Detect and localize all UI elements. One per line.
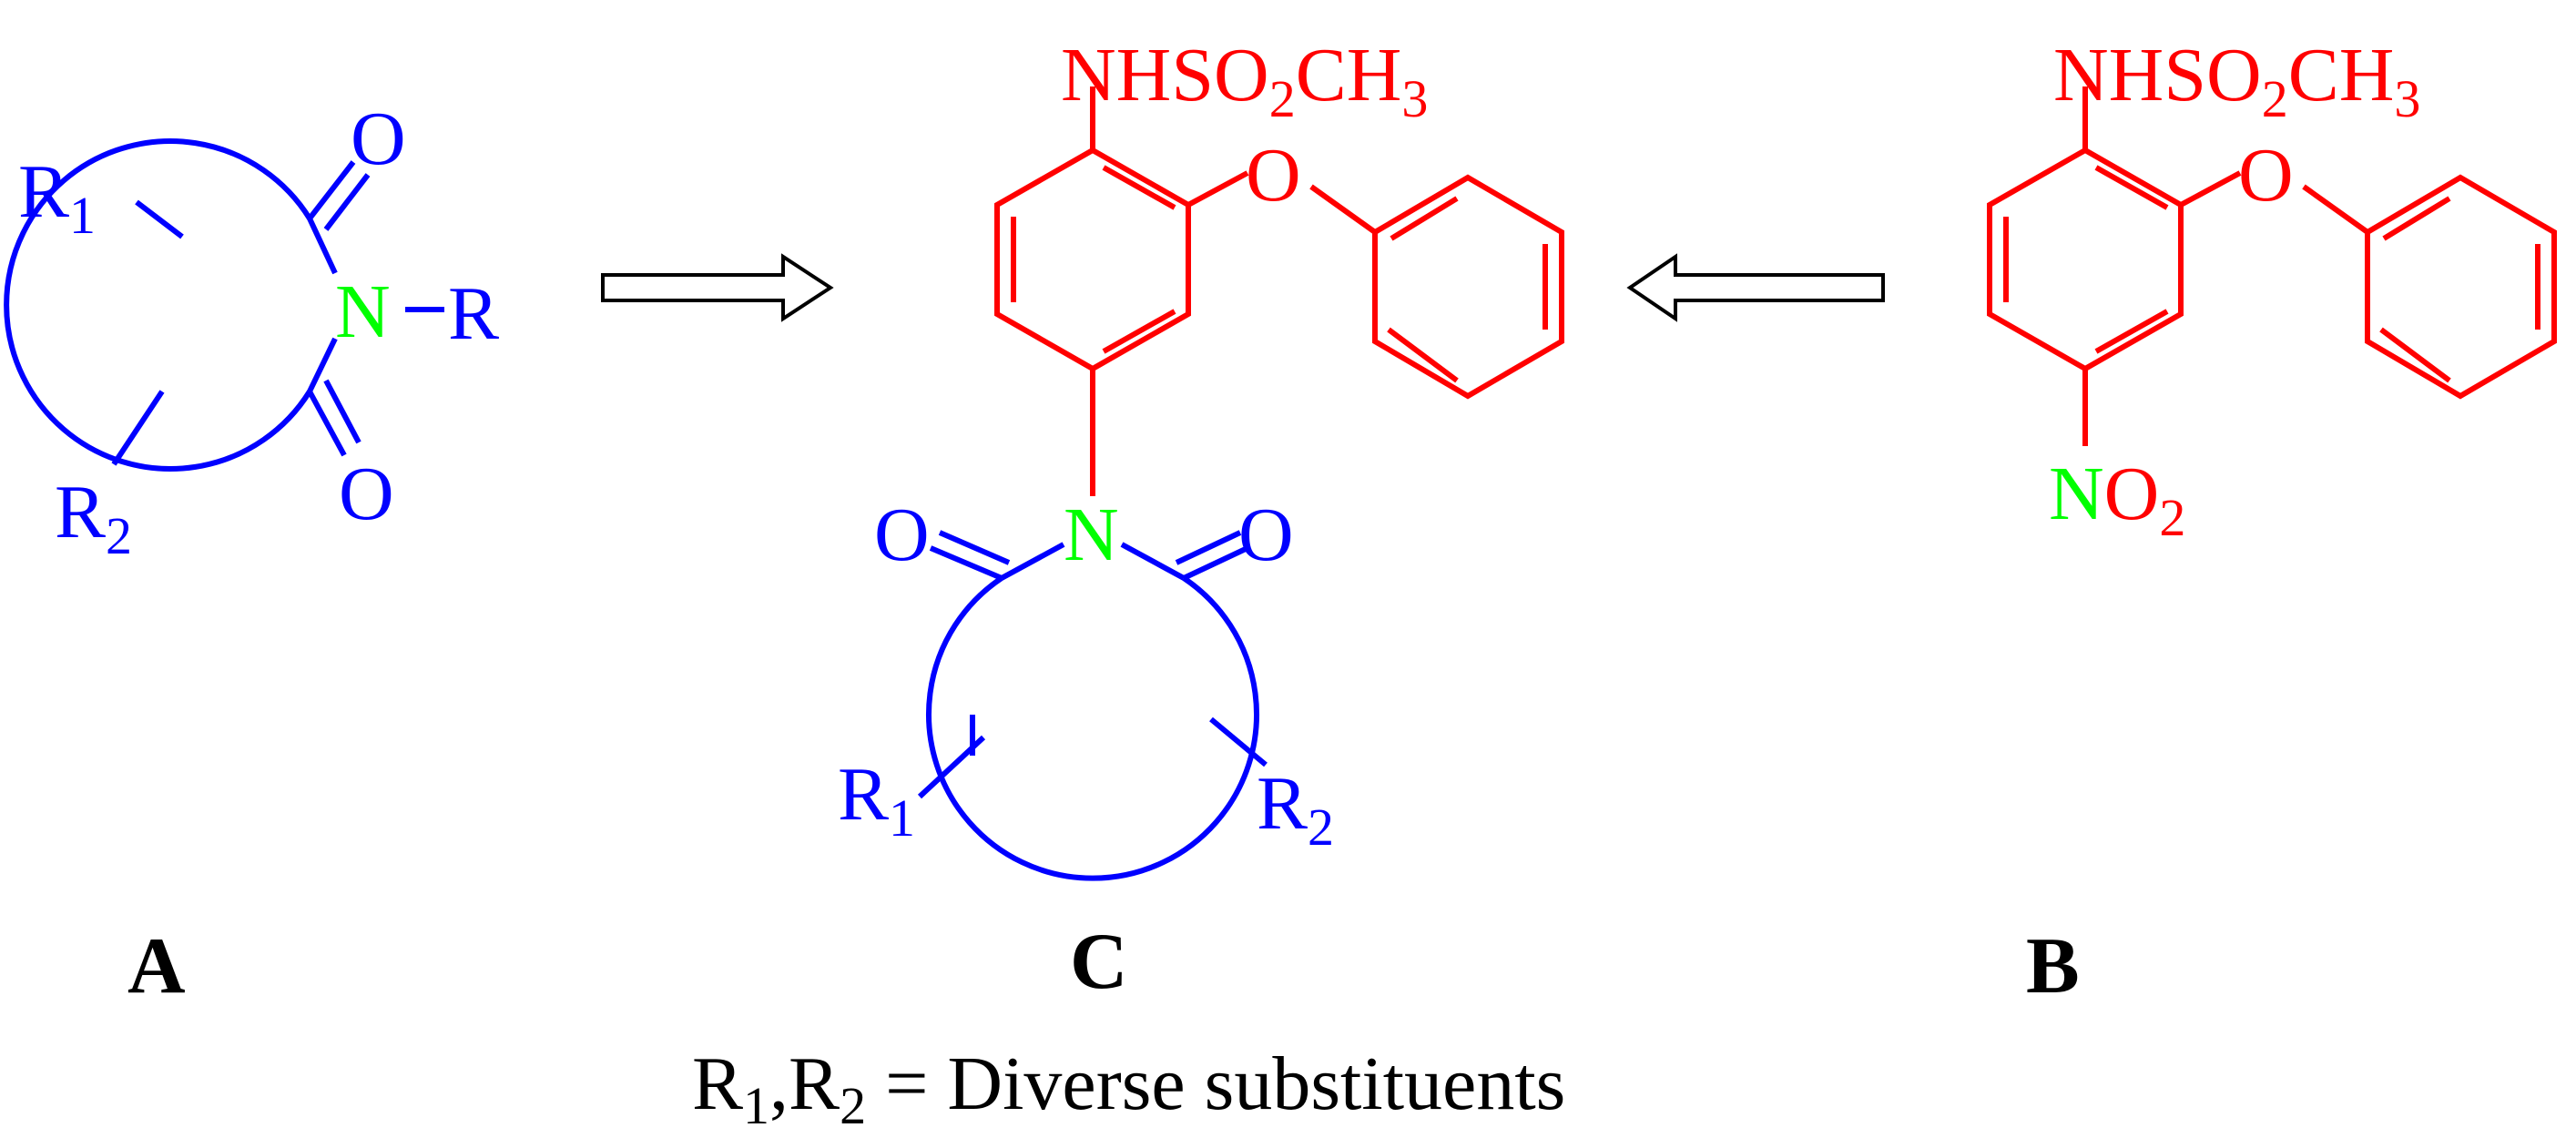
structure-c-phenyl-inner-3: [1390, 196, 1459, 241]
structure-b-ring-inner-2: [2094, 309, 2169, 354]
structure-a: O O N R R1 R2: [4, 97, 499, 565]
ring-a-oxygen-bottom: O: [339, 452, 394, 536]
label-a: A: [127, 922, 186, 1011]
structure-b-ether-oxygen: O: [2238, 133, 2294, 218]
structure-c-benzene-ring: [994, 147, 1191, 372]
ring-a-bonds: [4, 138, 444, 472]
ring-a-r1-bond: [135, 199, 184, 239]
ring-a-carbonyl-bottom-bond: [307, 337, 338, 393]
structure-c-imide-bonds: [917, 530, 1268, 881]
structure-c-ether-bond-2: [1309, 184, 1377, 235]
structure-c: NHSO2CH3 O O O N R1 R2: [838, 33, 1564, 881]
structure-c-ether-oxygen: O: [1246, 133, 1301, 218]
structure-b-phenyl-inner-2: [2379, 327, 2451, 383]
structure-c-co-right-1: [1182, 545, 1249, 581]
structure-c-nitrogen: N: [1064, 493, 1119, 577]
structure-c-ring-inner-3: [1102, 165, 1176, 210]
structure-c-phenyl-ring: [1372, 174, 1564, 400]
structure-c-phenyl-inner-2: [1387, 327, 1459, 383]
structure-b: NHSO2CH3 O NO2: [1987, 33, 2557, 547]
label-b: B: [2026, 922, 2080, 1011]
arrow-left: [1626, 253, 1885, 322]
ring-a-co-bottom-1: [307, 390, 347, 457]
structure-b-ether-bond-2: [2302, 184, 2369, 235]
ring-a-nitrogen: N: [335, 269, 391, 354]
ring-a-carbonyl-top-bond: [307, 217, 338, 275]
structure-c-imide-arc: [926, 575, 1259, 881]
structure-c-n-c-left: [1000, 542, 1065, 581]
arrow-right: [601, 253, 834, 322]
structure-c-r1-label: R1: [838, 752, 915, 848]
structure-c-oxygen-left: O: [874, 493, 930, 577]
ring-a-r2-label: R2: [55, 470, 132, 565]
structure-c-co-left-1: [929, 545, 1003, 581]
ring-a-co-top-1: [307, 160, 356, 220]
structure-c-co-right-2: [1175, 530, 1242, 565]
structure-b-nitro-label: NO2: [2049, 452, 2185, 547]
ring-a-r1-label: R1: [18, 149, 96, 245]
ring-a-r-group: R: [448, 271, 499, 356]
structure-c-co-left-2: [938, 530, 1011, 565]
structure-c-ring-inner-2: [1102, 309, 1176, 354]
ring-a-oxygen-top: O: [351, 97, 406, 181]
structure-b-bonds: [1987, 86, 2557, 446]
structure-c-ether-bond-1: [1186, 170, 1249, 208]
structure-b-benzene-ring: [1987, 147, 2184, 372]
ring-a-co-top-2: [323, 173, 371, 231]
structure-c-r2-label: R2: [1257, 761, 1334, 857]
structure-b-ring-inner-3: [2094, 165, 2169, 210]
structure-b-sulfonamide-label: NHSO2CH3: [2053, 33, 2420, 128]
substituent-caption: R1,R2 = Diverse substituents: [692, 1041, 1565, 1135]
structure-c-n-c-right: [1120, 542, 1186, 581]
structure-b-phenyl-inner-3: [2382, 196, 2451, 241]
ring-a-co-bottom-2: [323, 379, 361, 444]
structure-b-ether-bond-1: [2179, 170, 2242, 208]
structure-c-oxygen-right: O: [1238, 493, 1294, 577]
ring-a-arc: [4, 138, 312, 472]
structure-b-phenyl-ring: [2365, 174, 2557, 400]
label-c: C: [1070, 918, 1128, 1006]
structure-c-sulfonamide-label: NHSO2CH3: [1061, 33, 1428, 128]
structure-c-r2-bond: [1209, 716, 1268, 767]
ring-a-r2-bond: [111, 390, 165, 466]
